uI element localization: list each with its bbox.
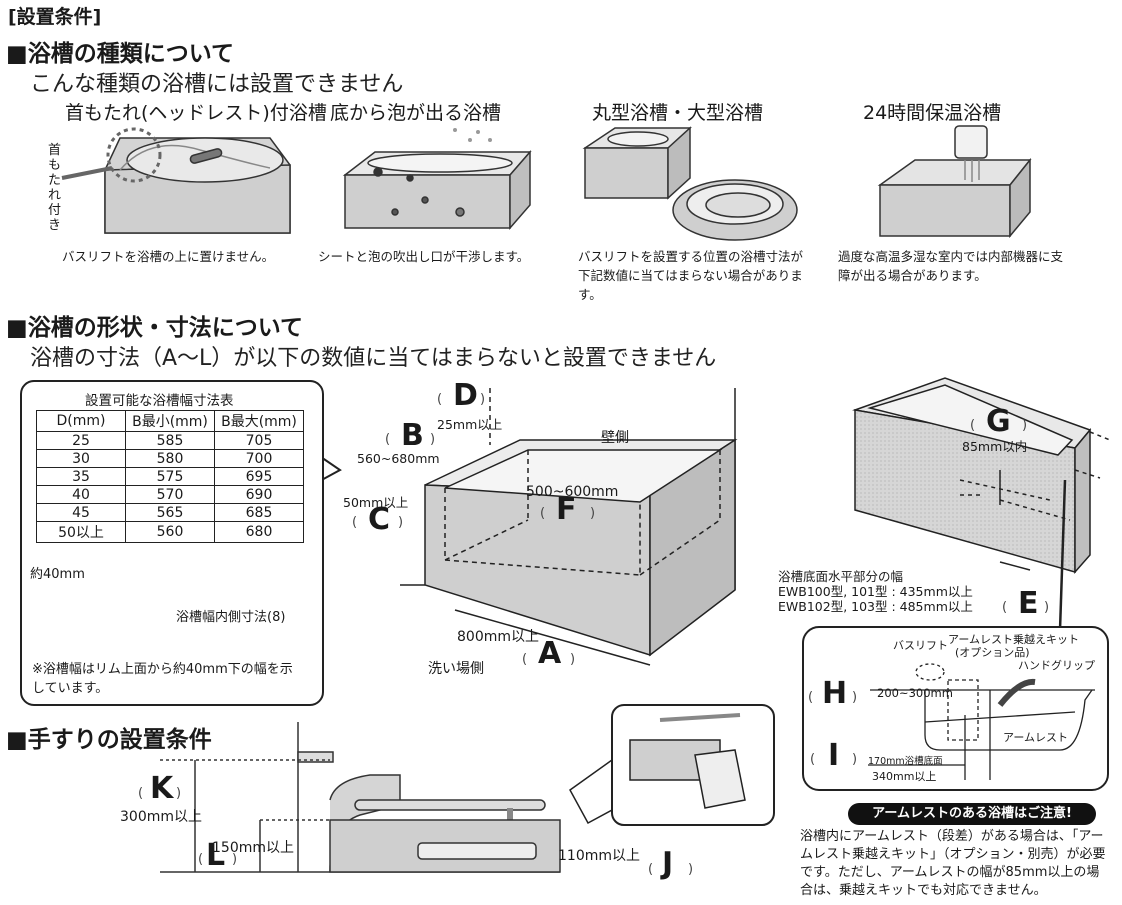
caution-text: 浴槽内にアームレスト（段差）がある場合は、「アームレスト乗越えキット」（オプショ…	[800, 829, 1106, 898]
section-shape-title: ■浴槽の形状・寸法について	[6, 315, 304, 341]
cell-bmin: 565	[125, 503, 215, 522]
cell-bmax: 705	[214, 431, 304, 450]
dim-letter-d: D	[453, 378, 478, 413]
dim-value-i-bottom: 170mm浴槽底面	[868, 756, 943, 767]
dim-value-h: 200~300mm	[877, 686, 953, 700]
caution-badge: アームレストのある浴槽はご注意!	[848, 803, 1096, 825]
cell-bmax: 700	[214, 449, 304, 468]
dim-letter-i: I	[828, 738, 840, 773]
section-types-title: ■浴槽の種類について	[6, 41, 235, 67]
cell-d: 25	[36, 431, 126, 450]
handrail-illustration	[160, 722, 561, 873]
dim-value-c: 50mm以上	[343, 495, 409, 510]
cell-d: 45	[36, 503, 126, 522]
dim-letter-e: E	[1018, 586, 1039, 621]
24h-tub-illustration	[877, 125, 1032, 239]
headrest-tub-illustration	[61, 127, 291, 234]
dim-letter-g: G	[986, 404, 1011, 439]
col-header-bmax: B最大(mm)	[214, 410, 304, 432]
page-heading: [設置条件]	[8, 6, 102, 28]
dim-letter-a: A	[538, 636, 562, 671]
dim-value-b: 560~680mm	[357, 451, 440, 466]
tub-note-bubble: シートと泡の吹出し口が干渉します。	[318, 249, 530, 264]
tub-title-24h: 24時間保温浴槽	[863, 102, 1002, 124]
dim-letter-f: F	[556, 492, 577, 527]
cell-bmin: 585	[125, 431, 215, 450]
handgrip-label: ハンドグリップ	[1018, 659, 1095, 672]
cell-bmax: 690	[214, 485, 304, 504]
cell-bmin: 580	[125, 449, 215, 468]
bathlift-label: バスリフト	[893, 639, 948, 652]
wall-side-label: 壁側	[601, 430, 629, 446]
bottom-width-ewb100: EWB100型, 101型 : 435mm以上	[778, 584, 973, 599]
col-header-d: D(mm)	[36, 410, 126, 432]
dim-letter-c: C	[368, 502, 391, 537]
cell-d: 40	[36, 485, 126, 504]
side-tub-illustration	[852, 377, 1111, 631]
tub-title-bubble: 底から泡が出る浴槽	[330, 102, 502, 124]
main-tub-illustration	[400, 388, 738, 666]
armrest-label: アームレスト	[1003, 731, 1069, 744]
headrest-side-label: 首もたれ付き	[48, 143, 62, 233]
tub-title-headrest: 首もたれ(ヘッドレスト)付浴槽	[65, 102, 327, 124]
handrail-inset	[569, 704, 775, 826]
cell-bmin: 570	[125, 485, 215, 504]
dim-letter-b: B	[401, 418, 424, 453]
about-40mm-label: 約40mm	[30, 567, 85, 582]
cell-d: 50以上	[36, 521, 126, 543]
bottom-width-ewb102: EWB102型, 103型 : 485mm以上	[778, 599, 973, 614]
dim-letter-h: H	[822, 676, 848, 711]
cell-bmax: 695	[214, 467, 304, 486]
tub-note-round: バスリフトを設置する位置の浴槽寸法が下記数値に当てはまらない場合があります。	[578, 249, 804, 302]
cell-bmax: 685	[214, 503, 304, 522]
width-table-title: 設置可能な浴槽幅寸法表	[85, 393, 234, 409]
dim-letter-k: K	[150, 771, 174, 806]
cell-bmax: 680	[214, 521, 304, 543]
cell-bmin: 560	[125, 521, 215, 543]
dim-value-k: 300mm以上	[120, 809, 202, 825]
round-tub-illustration	[582, 126, 798, 241]
hi-callout-box	[802, 626, 1109, 791]
dim-value-g: 85mm以内	[962, 439, 1028, 454]
dim-value-l: 150mm以上	[212, 840, 294, 856]
dim-value-f: 500~600mm	[526, 484, 619, 500]
section-handrail-title: ■手すりの設置条件	[6, 727, 212, 753]
dim-value-d: 25mm以上	[437, 417, 503, 432]
section-shape-subtitle: 浴槽の寸法（A〜L）が以下の数値に当てはまらないと設置できません	[30, 346, 717, 371]
dim-value-a: 800mm以上	[457, 629, 539, 645]
kit-sub-label: (オプション品)	[955, 646, 1030, 659]
cell-d: 35	[36, 467, 126, 486]
cell-bmin: 575	[125, 467, 215, 486]
dim-value-i: 340mm以上	[872, 770, 937, 783]
tub-note-24h: 過度な高温多湿な室内では内部機器に支障が出る場合があります。	[838, 249, 1064, 283]
section-types-subtitle: こんな種類の浴槽には設置できません	[30, 72, 404, 97]
tub-note-headrest: バスリフトを浴槽の上に置けません。	[62, 249, 275, 264]
dim-value-j: 110mm以上	[558, 848, 640, 864]
tub-title-round: 丸型浴槽・大型浴槽	[592, 102, 764, 124]
cell-d: 30	[36, 449, 126, 468]
dim-letter-j: J	[662, 846, 674, 881]
bottom-width-title: 浴槽底面水平部分の幅	[778, 569, 904, 584]
width-footnote: ※浴槽幅はリム上面から約40mm下の幅を示しています。	[32, 662, 293, 696]
inner-width-label: 浴槽幅内側寸法(8)	[176, 610, 286, 625]
col-header-bmin: B最小(mm)	[125, 410, 215, 432]
bubble-tub-illustration	[342, 128, 532, 231]
hi-diagram	[868, 663, 1095, 780]
wash-side-label: 洗い場側	[428, 661, 484, 677]
kit-label: アームレスト乗越えキット	[948, 633, 1080, 646]
table-header-row: D(mm) B最小(mm) B最大(mm)	[36, 410, 304, 432]
dim-letter-l: L	[206, 838, 226, 873]
